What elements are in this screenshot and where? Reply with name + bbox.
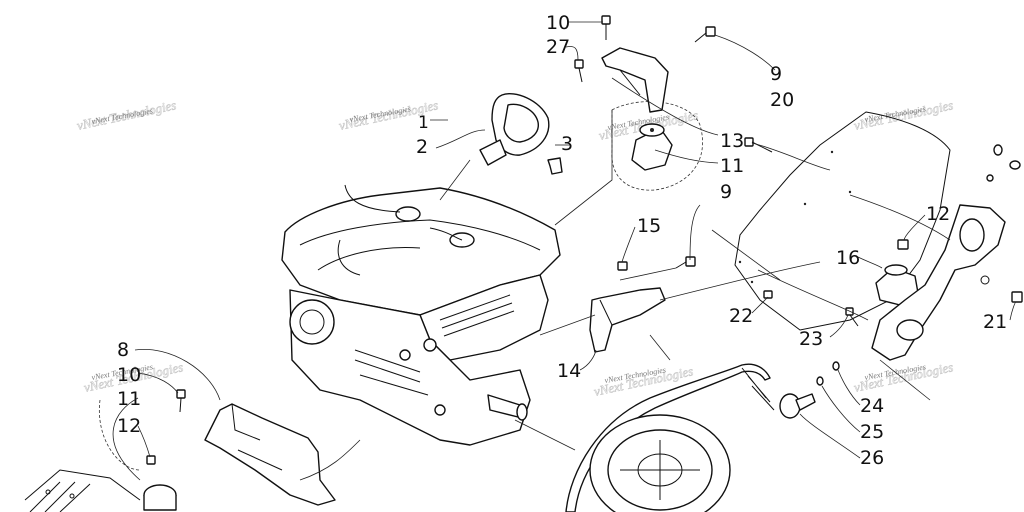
bolt-23 [845, 307, 859, 327]
lower-engine-mount-bracket [204, 403, 336, 506]
callout-22: 22 [729, 305, 753, 327]
callout-12: 12 [117, 415, 141, 437]
callout-9: 9 [770, 63, 782, 85]
nut-21 [1011, 291, 1023, 303]
right-support-arm [871, 204, 1006, 361]
callout-21: 21 [983, 311, 1007, 333]
upper-mount-isolator [631, 123, 673, 171]
bolt-10-lower [176, 389, 186, 413]
callout-24: 24 [860, 395, 884, 417]
callouts: 10 27 9 20 1 2 3 13 11 9 15 12 16 22 23 … [117, 12, 1007, 469]
callout-25: 25 [860, 421, 884, 443]
adjuster-knob [779, 393, 816, 419]
right-edge-fasteners [986, 144, 1021, 182]
bolt-10-top [601, 15, 611, 40]
nut-12-lower [146, 455, 156, 465]
nut-22 [763, 290, 773, 299]
upper-mount-bracket [601, 47, 669, 113]
callout-11: 11 [117, 388, 141, 410]
callout-15: 15 [637, 215, 661, 237]
callout-13: 13 [720, 130, 744, 152]
lower-mount-isolator [143, 484, 177, 511]
frame-rail-lower-left [24, 469, 141, 512]
drive-clutch [589, 414, 731, 512]
leader-lines [112, 21, 1017, 481]
bolt-9-top [694, 26, 716, 43]
washer-25 [816, 376, 824, 386]
callout-2: 2 [416, 136, 428, 158]
engine [281, 184, 561, 446]
callout-11: 11 [720, 155, 744, 177]
callout-3: 3 [561, 133, 573, 155]
recoil-rope-handle [479, 93, 550, 166]
callout-10: 10 [117, 364, 141, 386]
clip [547, 157, 563, 175]
nut-12-right [897, 239, 909, 250]
callout-20: 20 [770, 89, 794, 111]
callout-1: 1 [418, 113, 429, 133]
lower-mount-group-outline [98, 399, 141, 471]
callout-12: 12 [926, 203, 950, 225]
callout-14: 14 [557, 360, 581, 382]
bolt-9-mid [675, 256, 696, 269]
callout-10: 10 [546, 12, 570, 34]
bolt-27 [574, 59, 584, 83]
callout-16: 16 [836, 247, 860, 269]
washer-24 [832, 361, 840, 371]
frame-plate [734, 111, 951, 331]
right-mount-isolator [875, 264, 919, 306]
callout-8: 8 [117, 339, 129, 361]
engine-mount-bracket [589, 287, 666, 353]
callout-26: 26 [860, 447, 884, 469]
callout-23: 23 [799, 328, 823, 350]
nut-15 [617, 261, 628, 271]
callout-9: 9 [720, 181, 732, 203]
callout-27: 27 [546, 36, 570, 58]
